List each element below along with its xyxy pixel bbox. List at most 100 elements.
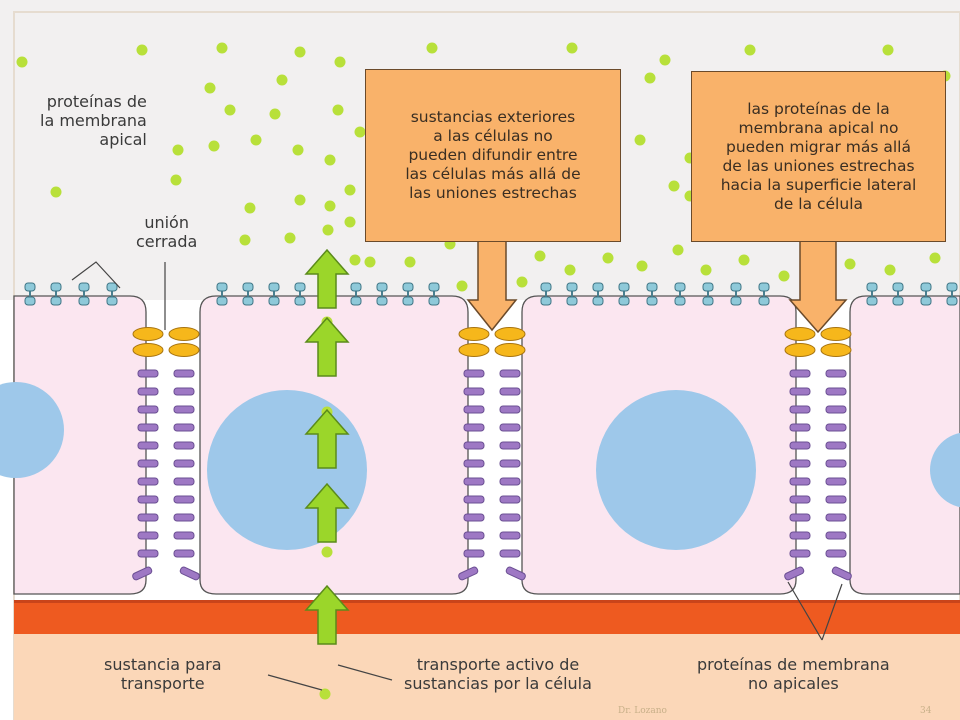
lateral-membrane-protein xyxy=(463,405,485,414)
lateral-membrane-protein xyxy=(137,369,159,378)
molecule xyxy=(322,224,334,236)
tight-junction-protein xyxy=(784,343,816,357)
lateral-membrane-protein xyxy=(825,459,847,468)
lateral-membrane-protein xyxy=(499,369,521,378)
apical-protein xyxy=(376,282,388,292)
lateral-membrane-protein xyxy=(137,441,159,450)
lateral-membrane-protein xyxy=(789,513,811,522)
molecule xyxy=(208,140,220,152)
apical-protein xyxy=(730,296,742,306)
lateral-membrane-protein xyxy=(463,495,485,504)
apical-protein xyxy=(50,296,62,306)
leader-apical-proteins xyxy=(71,261,121,289)
apical-protein xyxy=(866,296,878,306)
lateral-membrane-protein xyxy=(463,513,485,522)
apical-protein xyxy=(566,282,578,292)
lateral-membrane-protein xyxy=(789,477,811,486)
leader-nonapical-2 xyxy=(821,583,843,641)
apical-protein xyxy=(566,296,578,306)
molecule xyxy=(644,72,656,84)
cell-left xyxy=(13,295,147,595)
molecule xyxy=(16,56,28,68)
lateral-membrane-protein xyxy=(463,549,485,558)
molecule xyxy=(349,254,361,266)
basal-anchor-protein xyxy=(505,566,526,581)
molecule xyxy=(564,264,576,276)
callout-right-pointer xyxy=(788,239,848,334)
label-tight-junction: unión cerrada xyxy=(136,213,198,251)
molecule xyxy=(602,252,614,264)
lateral-membrane-protein xyxy=(825,549,847,558)
nucleus-right xyxy=(930,432,960,508)
transported-molecule xyxy=(321,546,333,558)
lateral-membrane-protein xyxy=(789,369,811,378)
nucleus-left xyxy=(0,382,64,478)
apical-protein xyxy=(242,296,254,306)
molecule xyxy=(636,260,648,272)
cell-right xyxy=(849,295,960,595)
tight-junction-protein xyxy=(132,327,164,341)
callout-right-text: las proteínas de la membrana apical no p… xyxy=(720,99,917,213)
apical-protein xyxy=(242,282,254,292)
lateral-membrane-protein xyxy=(825,441,847,450)
lateral-membrane-protein xyxy=(137,459,159,468)
molecule xyxy=(50,186,62,198)
transport-arrow xyxy=(304,482,350,543)
tight-junction-protein xyxy=(168,343,200,357)
molecule xyxy=(566,42,578,54)
molecule xyxy=(344,184,356,196)
molecule xyxy=(884,264,896,276)
leader-substance xyxy=(267,674,323,691)
lateral-membrane-protein xyxy=(173,549,195,558)
lateral-membrane-protein xyxy=(499,477,521,486)
lateral-membrane-protein xyxy=(789,459,811,468)
molecule xyxy=(354,126,366,138)
lateral-membrane-protein xyxy=(789,441,811,450)
tight-junction-protein xyxy=(458,343,490,357)
lateral-membrane-protein xyxy=(173,441,195,450)
apical-protein xyxy=(78,296,90,306)
tight-junction-protein xyxy=(494,327,526,341)
apical-protein xyxy=(106,282,118,292)
lateral-membrane-protein xyxy=(789,405,811,414)
apical-protein xyxy=(402,296,414,306)
molecule xyxy=(929,252,941,264)
lateral-membrane-protein xyxy=(499,495,521,504)
molecule xyxy=(224,104,236,116)
basal-anchor-protein xyxy=(784,566,805,581)
molecule xyxy=(276,74,288,86)
apical-protein xyxy=(674,296,686,306)
transported-molecule xyxy=(319,688,331,700)
nucleus-center xyxy=(207,390,367,550)
lateral-membrane-protein xyxy=(499,531,521,540)
lateral-membrane-protein xyxy=(173,387,195,396)
apical-protein xyxy=(50,282,62,292)
apical-protein xyxy=(592,296,604,306)
apical-protein xyxy=(376,296,388,306)
tight-junction-protein xyxy=(784,327,816,341)
lateral-membrane-protein xyxy=(137,531,159,540)
apical-protein xyxy=(674,282,686,292)
leader-active-transport xyxy=(337,664,393,681)
lateral-membrane-protein xyxy=(463,477,485,486)
lateral-membrane-protein xyxy=(137,405,159,414)
lateral-membrane-protein xyxy=(825,387,847,396)
apical-protein xyxy=(946,282,958,292)
apical-protein xyxy=(892,282,904,292)
apical-protein xyxy=(592,282,604,292)
lateral-membrane-protein xyxy=(825,477,847,486)
label-substance-transport: sustancia para transporte xyxy=(104,655,222,693)
molecule xyxy=(634,134,646,146)
lateral-membrane-protein xyxy=(173,459,195,468)
basal-anchor-protein xyxy=(179,566,200,581)
apical-protein xyxy=(892,296,904,306)
molecule xyxy=(456,280,468,292)
callout-left-text: sustancias exteriores a las células no p… xyxy=(405,108,581,202)
lateral-membrane-protein xyxy=(137,513,159,522)
apical-protein xyxy=(618,282,630,292)
apical-protein xyxy=(702,296,714,306)
apical-protein xyxy=(216,282,228,292)
transport-arrow xyxy=(304,408,350,469)
apical-protein xyxy=(866,282,878,292)
